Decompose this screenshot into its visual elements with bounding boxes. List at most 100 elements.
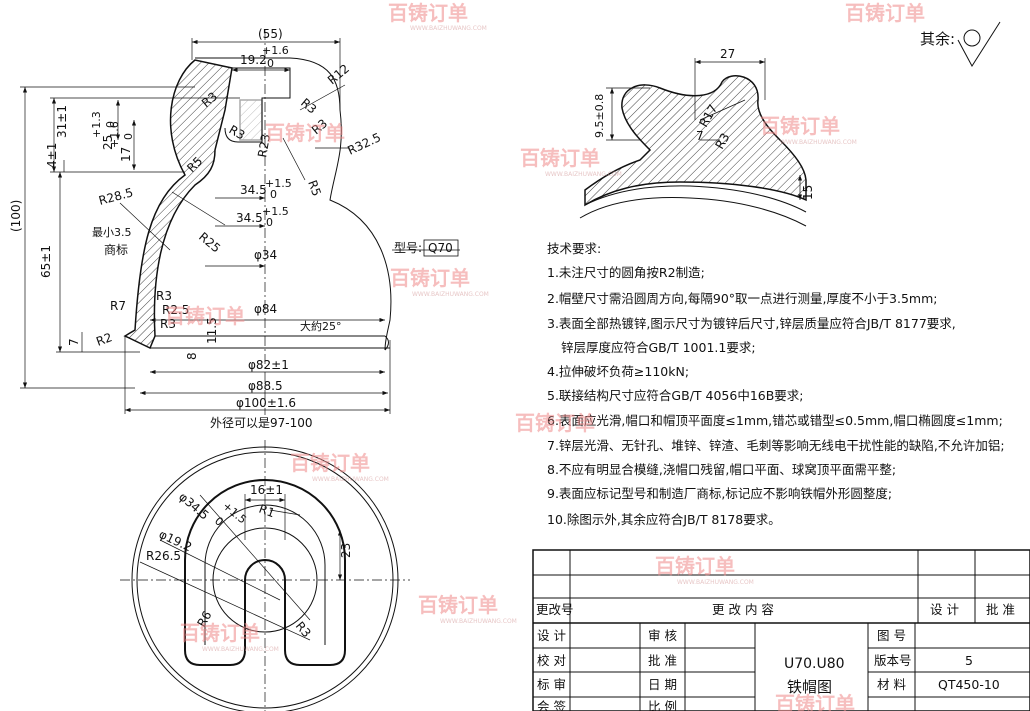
dim-r32-5: R32.5 (345, 130, 383, 158)
tech-item-7: 7.锌层光滑、无针孔、堆锌、锌渣、毛刺等影响无线电干扰性能的缺陷,不允许加铝; (547, 438, 1005, 453)
tb-material-value: QT450-10 (938, 677, 1000, 692)
dim-34-5-a-upper: +1.5 (265, 177, 292, 190)
watermark-brand: 百铸订单 (388, 1, 468, 25)
tb-material: 材 料 (877, 677, 906, 692)
tech-item-3b: 锌层厚度应符合GB/T 1001.1要求; (561, 340, 756, 355)
watermark-brand: 百铸订单 (165, 304, 245, 328)
dim-r12: R12 (325, 61, 352, 87)
tb-design: 设 计 (537, 628, 566, 643)
plan-dim-r1: R1 (257, 502, 277, 521)
dim-r3-e: R3 (156, 289, 172, 303)
watermarks: 百铸订单 WWW.BAIZHUWANG.COM 百铸订单 百铸订单 百铸订单 W… (165, 1, 925, 711)
dim-r3-c: R3 (227, 122, 248, 142)
detail-dim-r3: R3 (712, 131, 732, 152)
dim-r28-5: R28.5 (97, 185, 134, 208)
dim-25-lower: 0 (104, 121, 117, 128)
tech-item-10: 10.除图示外,其余应符合JB/T 8178要求。 (547, 512, 781, 527)
dim-phi100: φ100±1.6 (236, 396, 296, 410)
tech-item-1: 1.未注尺寸的圆角按R2制造; (547, 265, 705, 280)
dim-17-upper: +1.6 (108, 121, 121, 148)
tb-approve: 批 准 (648, 653, 677, 668)
tb-version-value: 5 (965, 653, 973, 668)
dim-phi34: φ34 (254, 248, 277, 262)
dim-r23: R23 (255, 133, 273, 159)
tech-item-8: 8.不应有明显合模缝,浇帽口残留,帽口平面、球窝顶平面需平整; (547, 462, 896, 477)
tb-date: 日 期 (648, 677, 677, 692)
dim-31: 31±1 (55, 105, 69, 138)
trademark-label: 商标 (104, 242, 128, 257)
dim-r25: R25 (196, 230, 223, 256)
dim-min-3-5: 最小3.5 (92, 226, 132, 239)
tech-title: 技术要求: (547, 241, 601, 256)
watermark-url: WWW.BAIZHUWANG.COM (410, 25, 487, 32)
model-value: Q70 (428, 241, 453, 255)
watermark-brand: 百铸订单 (390, 266, 470, 290)
plan-dim-r26-5: R26.5 (146, 549, 181, 563)
dim-34-5-a-lower: 0 (270, 188, 277, 201)
tb-sign: 会 签 (537, 699, 566, 711)
tech-item-4: 4.拉伸破坏负荷≥110kN; (547, 364, 689, 379)
watermark-url: WWW.BAIZHUWANG.COM (780, 139, 857, 146)
tech-item-3: 3.表面全部热镀锌,图示尺寸为镀锌后尺寸,锌层质量应符合JB/T 8177要求, (547, 316, 956, 331)
dim-34-5-b-lower: 0 (266, 216, 273, 229)
detail-dim-7: 7 (696, 129, 704, 143)
watermark-url: WWW.BAIZHUWANG.COM (202, 646, 279, 653)
tb-scale: 比 例 (648, 699, 677, 711)
plan-dim-r6: R6 (194, 609, 214, 630)
dim-r2: R2 (94, 330, 114, 349)
tech-item-9: 9.表面应标记型号和制造厂商标,标记应不影响铁帽外形圆整度; (547, 486, 892, 501)
plan-dim-23: 23 (339, 543, 353, 558)
tb-drawing-title-2: 铁帽图 (787, 678, 832, 696)
dim-r7: R7 (110, 299, 126, 313)
tb-approve-col: 批 准 (986, 602, 1015, 617)
dim-19-2: 19.2 (240, 53, 267, 67)
dim-r3-f: R3 (160, 317, 176, 331)
watermark-brand: 百铸订单 (515, 411, 595, 435)
dim-about-25: 大約25° (300, 319, 342, 333)
dim-phi82: φ82±1 (248, 358, 289, 372)
dim-7: 7 (67, 338, 81, 346)
dim-19-2-upper: +1.6 (262, 44, 289, 57)
dim-17-lower: 0 (122, 133, 135, 140)
detail-dim-27: 27 (720, 47, 735, 61)
watermark-brand: 百铸订单 (290, 451, 370, 475)
watermark-url: WWW.BAIZHUWANG.COM (440, 618, 517, 625)
dim-34-5-b-upper: +1.5 (262, 205, 289, 218)
title-block: 更改号 更 改 内 容 设 计 批 准 设 计 审 核 校 对 批 准 标 审 … (532, 549, 1030, 711)
watermark-url: WWW.BAIZHUWANG.COM (412, 291, 489, 298)
tb-design-col: 设 计 (930, 602, 959, 617)
tb-drawing-title-1: U70.U80 (784, 656, 845, 672)
watermark-brand: 百铸订单 (655, 554, 735, 578)
tb-version: 版本号 (874, 653, 912, 668)
dim-11-5: 11.5 (205, 317, 219, 344)
watermark-brand: 百铸订单 (265, 121, 345, 145)
outer-diameter-note: 外径可以是97-100 (210, 416, 313, 430)
dim-4: 4±1 (45, 143, 59, 168)
watermark-brand: 百铸订单 (180, 621, 260, 645)
dim-25-upper: +1.3 (90, 111, 103, 138)
dim-phi84: φ84 (254, 302, 277, 316)
dim-100: (100) (9, 200, 23, 232)
detail-dim-9-5: 9.5±0.8 (593, 94, 606, 138)
watermark-brand: 百铸订单 (845, 1, 925, 25)
watermark-url: WWW.BAIZHUWANG.COM (677, 579, 754, 586)
tb-change-content: 更 改 内 容 (712, 602, 774, 617)
detail-dim-15: 15 (801, 185, 815, 200)
tb-standard: 标 审 (537, 677, 566, 692)
tb-review: 审 核 (648, 628, 677, 643)
dim-phi88-5: φ88.5 (248, 379, 283, 393)
tech-item-6: 6.表面应光滑,帽口和帽顶平面度≤1mm,错芯或错型≤0.5mm,帽口椭圆度≤1… (547, 413, 1003, 428)
technical-requirements: 技术要求: 1.未注尺寸的圆角按R2制造; 2.帽壁尺寸需沿圆周方向,每隔90°… (547, 241, 1005, 527)
dim-17: 17 (119, 147, 133, 162)
watermark-url: WWW.BAIZHUWANG.COM (312, 476, 389, 483)
dim-r2-5: R2.5 (162, 303, 189, 317)
dim-25: 25 (101, 135, 115, 150)
model-box (423, 239, 459, 257)
tb-change-no: 更改号 (536, 602, 574, 617)
surface-finish-label: 其余: (920, 30, 955, 48)
dim-34-5-a: 34.5 (240, 183, 267, 197)
surface-finish-symbol: 其余: (920, 21, 1001, 67)
tb-drawing-no: 图 号 (877, 628, 906, 643)
